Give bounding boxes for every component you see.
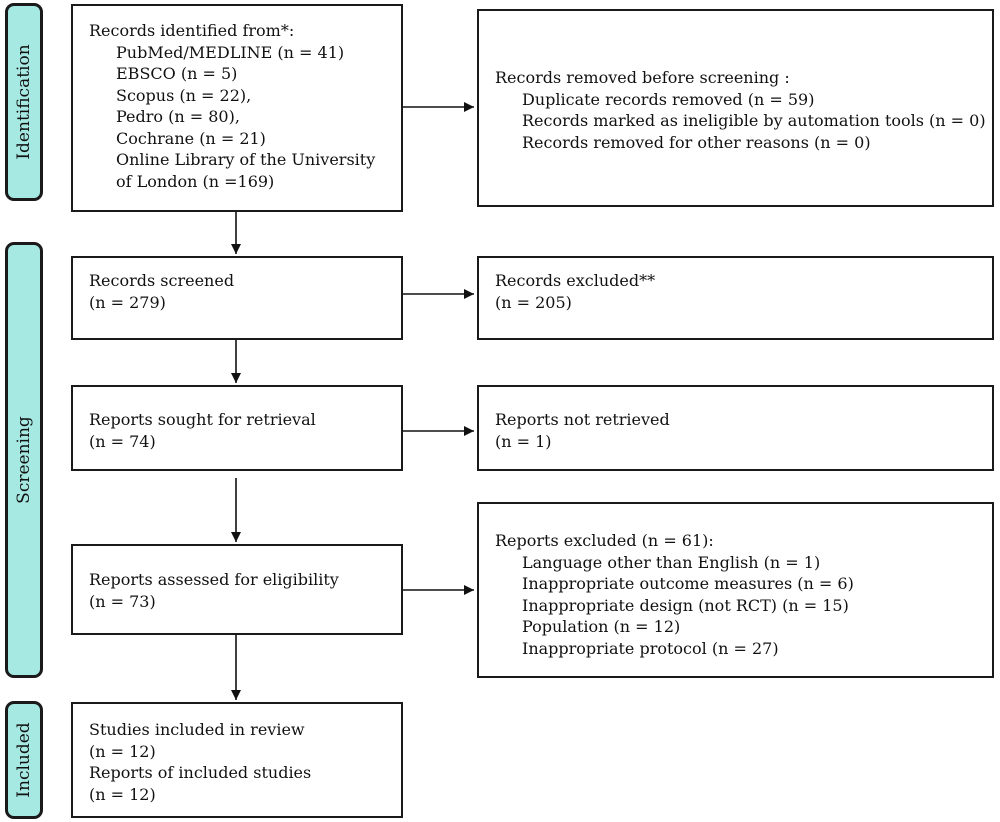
studies-included-box: Studies included in review (n = 12) Repo… <box>71 702 403 818</box>
phase-screening: Screening <box>5 242 43 678</box>
records-excluded-box: Records excluded** (n = 205) <box>477 256 994 340</box>
phase-included-label: Included <box>14 722 34 798</box>
reports-assessed-box: Reports assessed for eligibility (n = 73… <box>71 544 403 635</box>
source-item: Cochrane (n = 21) <box>116 128 266 148</box>
exclusion-reason: Inappropriate design (not RCT) (n = 15) <box>522 595 849 615</box>
phase-identification-label: Identification <box>14 44 34 160</box>
removed-item: Records marked as ineligible by automati… <box>522 111 986 130</box>
studies-included-count: (n = 12) <box>89 741 156 761</box>
removed-item: Duplicate records removed (n = 59) <box>522 89 815 109</box>
reports-excluded-heading: Reports excluded (n = 61): <box>495 531 714 550</box>
records-removed-heading: Records removed before screening : <box>495 68 790 87</box>
reports-sought-count: (n = 74) <box>89 431 156 451</box>
reports-not-retrieved-label: Reports not retrieved <box>495 410 670 429</box>
records-screened-label: Records screened <box>89 271 235 290</box>
exclusion-reason: Language other than English (n = 1) <box>522 552 821 572</box>
source-item: PubMed/MEDLINE (n = 41) <box>116 42 345 62</box>
reports-assessed-count: (n = 73) <box>89 591 156 611</box>
reports-sought-box: Reports sought for retrieval (n = 74) <box>71 385 403 471</box>
reports-not-retrieved-count: (n = 1) <box>495 431 552 451</box>
records-excluded-label: Records excluded** <box>495 271 656 290</box>
records-screened-count: (n = 279) <box>89 292 166 312</box>
reports-sought-label: Reports sought for retrieval <box>89 410 316 429</box>
reports-included-label: Reports of included studies <box>89 763 312 782</box>
records-excluded-count: (n = 205) <box>495 292 572 312</box>
records-identified-box: Records identified from*: PubMed/MEDLINE… <box>71 4 403 212</box>
exclusion-reason: Inappropriate outcome measures (n = 6) <box>522 574 854 593</box>
exclusion-reason: Inappropriate protocol (n = 27) <box>522 638 779 658</box>
removed-item: Records removed for other reasons (n = 0… <box>522 132 871 152</box>
phase-screening-label: Screening <box>14 416 34 504</box>
source-item: Scopus (n = 22), <box>116 85 252 105</box>
source-item: EBSCO (n = 5) <box>116 64 238 83</box>
reports-assessed-label: Reports assessed for eligibility <box>89 570 339 589</box>
source-item: of London (n =169) <box>116 171 275 191</box>
reports-excluded-box: Reports excluded (n = 61): Language othe… <box>477 502 994 678</box>
records-identified-heading: Records identified from*: <box>89 21 295 40</box>
phase-identification: Identification <box>5 3 43 201</box>
records-screened-box: Records screened (n = 279) <box>71 256 403 340</box>
exclusion-reason: Population (n = 12) <box>522 617 681 636</box>
phase-included: Included <box>5 701 43 819</box>
reports-not-retrieved-box: Reports not retrieved (n = 1) <box>477 385 994 471</box>
source-item: Online Library of the University <box>116 150 376 169</box>
source-item: Pedro (n = 80), <box>116 107 240 126</box>
records-removed-box: Records removed before screening : Dupli… <box>477 9 994 207</box>
studies-included-label: Studies included in review <box>89 720 305 739</box>
reports-included-count: (n = 12) <box>89 784 156 804</box>
